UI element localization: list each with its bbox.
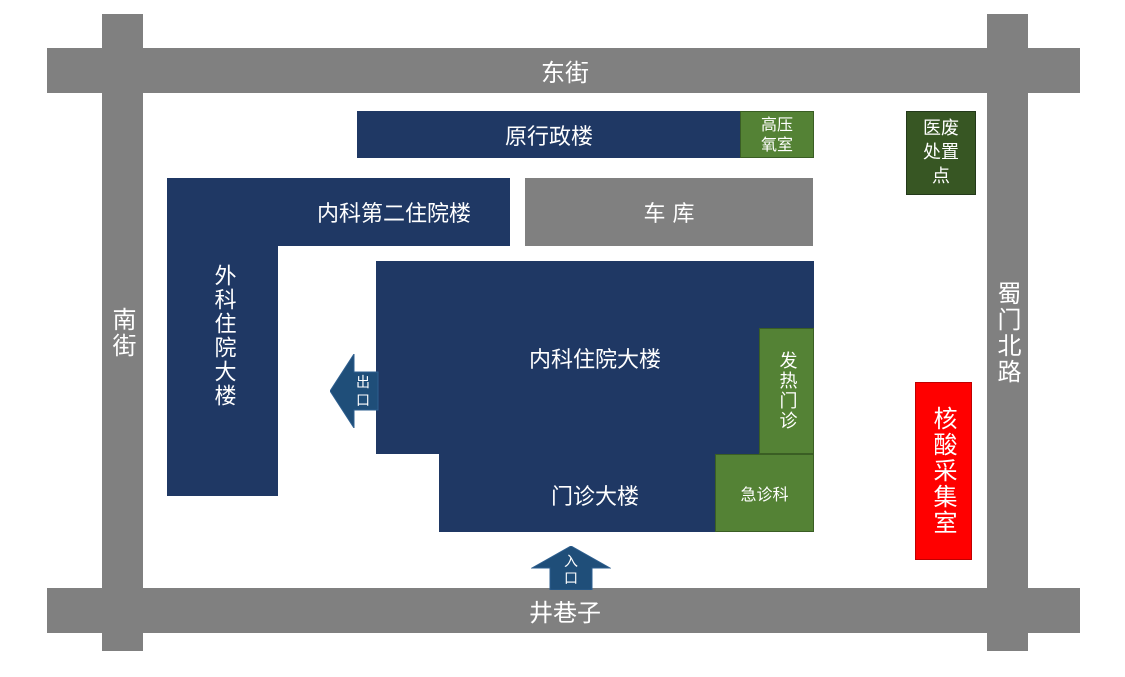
exit-label: 出口 — [356, 375, 370, 409]
fever-clinic-label: 发热门诊 — [776, 351, 798, 431]
admin-building: 原行政楼 — [357, 111, 741, 158]
nucleic-sampling-label: 核酸采集室 — [929, 406, 957, 536]
emergency-dept: 急诊科 — [715, 454, 814, 532]
entrance-label-box: 入口 — [560, 552, 582, 590]
road-north-label-top: 东街 — [541, 59, 589, 87]
internal-ward-label: 内科住院大楼 — [528, 347, 661, 373]
internal-ward-2-label: 内科第二住院楼 — [316, 202, 471, 227]
hyperbaric-room-label: 高压氧室 — [760, 114, 793, 154]
nucleic-sampling-room: 核酸采集室 — [915, 382, 972, 560]
entrance-arrow-icon — [531, 546, 611, 590]
road-west: 南街 — [102, 14, 143, 651]
exit-label-box: 出口 — [352, 372, 374, 412]
admin-building-label: 原行政楼 — [504, 124, 593, 150]
road-north-overlay: 东街 — [143, 48, 987, 93]
entrance-label: 入口 — [564, 554, 578, 587]
internal-ward-block — [376, 261, 814, 454]
outpatient-label: 门诊大楼 — [550, 485, 639, 510]
road-south-label-top: 井巷子 — [529, 599, 601, 627]
exit-arrow-icon — [330, 354, 379, 428]
surgical-ward-vertical — [167, 178, 278, 496]
road-east: 蜀门北路 — [987, 14, 1028, 651]
road-south-overlay: 井巷子 — [143, 588, 987, 633]
surgical-ward-label: 外科住院大楼 — [210, 264, 236, 408]
surgical-ward-label-box: 外科住院大楼 — [167, 246, 278, 426]
garage-label: 车 库 — [643, 202, 695, 227]
road-west-label: 南街 — [108, 306, 136, 359]
road-east-label: 蜀门北路 — [993, 280, 1021, 385]
outpatient-label-box: 门诊大楼 — [520, 475, 670, 515]
emergency-label: 急诊科 — [740, 485, 789, 504]
internal-ward-label-box: 内科住院大楼 — [440, 335, 750, 380]
internal-ward-2: 内科第二住院楼 — [278, 178, 510, 246]
medical-waste-label: 医废处置点 — [923, 118, 959, 187]
hyperbaric-room: 高压氧室 — [740, 111, 814, 158]
fever-clinic: 发热门诊 — [759, 328, 814, 454]
medical-waste-point: 医废处置点 — [906, 111, 976, 195]
garage: 车 库 — [525, 178, 813, 246]
